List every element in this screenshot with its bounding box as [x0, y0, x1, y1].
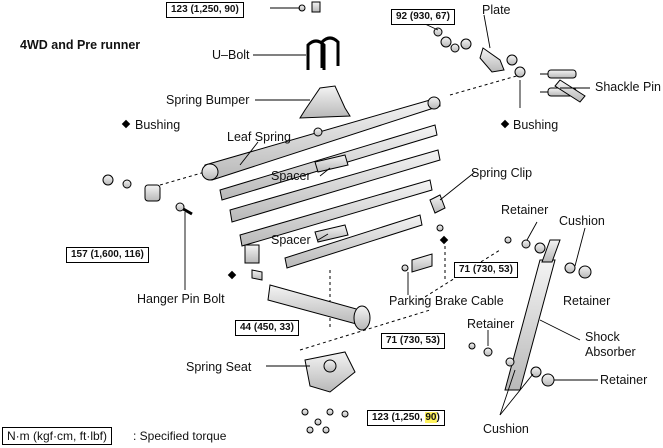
label-retainer-right: Retainer — [563, 294, 611, 308]
diagram-title: 4WD and Pre runner — [20, 38, 141, 52]
label-shock-absorber-line2: Absorber — [585, 345, 636, 359]
label-leaf-spring: Leaf Spring — [227, 130, 291, 144]
torque-bottom-suffix: ) — [436, 412, 440, 423]
label-shackle-pin: Shackle Pin — [595, 80, 662, 94]
label-bushing-right: Bushing — [513, 118, 559, 132]
torque-spec-left: 157 (1,600, 116) — [66, 247, 149, 263]
legend-text: : Specified torque — [133, 429, 227, 443]
label-plate: Plate — [482, 3, 511, 17]
label-spring-seat: Spring Seat — [186, 360, 252, 374]
label-u-bolt: U–Bolt — [212, 48, 250, 62]
label-spacer-upper: Spacer — [271, 169, 311, 183]
leaf-spring-3 — [229, 149, 441, 223]
label-parking-brake-cable: Parking Brake Cable — [389, 294, 504, 308]
leaf-spring-5 — [284, 214, 423, 269]
label-hanger-pin-bolt: Hanger Pin Bolt — [137, 292, 225, 306]
torque-spec-top-center: 123 (1,250, 90) — [166, 2, 244, 18]
legend-unit-box: N·m (kgf·cm, ft·lbf) — [2, 427, 112, 445]
label-retainer-bottom: Retainer — [600, 373, 648, 387]
torque-spec-top-right: 92 (930, 67) — [391, 9, 455, 25]
label-shock-absorber-line1: Shock — [585, 330, 620, 344]
label-retainer-top: Retainer — [501, 203, 549, 217]
torque-spec-bottom: 123 (1,250, 90) — [367, 410, 445, 426]
torque-spec-center-low: 44 (450, 33) — [235, 320, 299, 336]
label-retainer-mid: Retainer — [467, 317, 515, 331]
label-spacer-lower: Spacer — [271, 233, 311, 247]
torque-bottom-prefix: 123 (1,250, — [372, 412, 426, 423]
leaf-spring-4 — [239, 179, 433, 247]
label-bushing-left: Bushing — [135, 118, 181, 132]
label-spring-clip: Spring Clip — [471, 166, 533, 180]
label-cushion-bottom: Cushion — [483, 422, 529, 436]
torque-bottom-highlight: 90 — [425, 412, 437, 423]
label-spring-bumper: Spring Bumper — [166, 93, 250, 107]
torque-spec-right-mid: 71 (730, 53) — [454, 262, 518, 278]
torque-spec-shock-lower: 71 (730, 53) — [381, 333, 445, 349]
label-cushion-top: Cushion — [559, 214, 605, 228]
